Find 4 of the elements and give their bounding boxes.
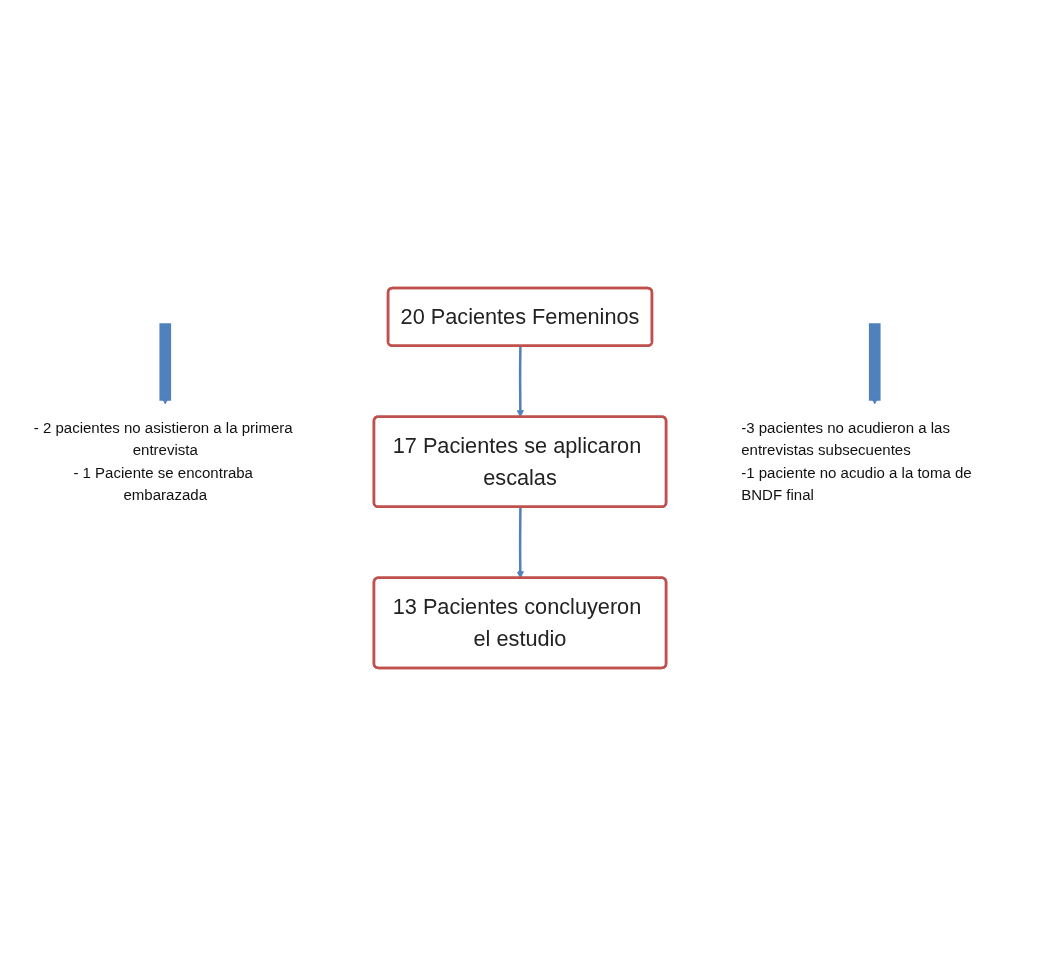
arrow bbox=[159, 323, 172, 405]
arrow bbox=[868, 323, 881, 405]
node-text: -3 pacientes no acudieron a las entrevistas subsecuentes -1 paciente no acudio a la toma de BNDF final bbox=[741, 419, 972, 504]
node-text: - 2 pacientes no asistieron a la primera entrevista - 1 Paciente se encontraba embarazada bbox=[33, 419, 293, 504]
